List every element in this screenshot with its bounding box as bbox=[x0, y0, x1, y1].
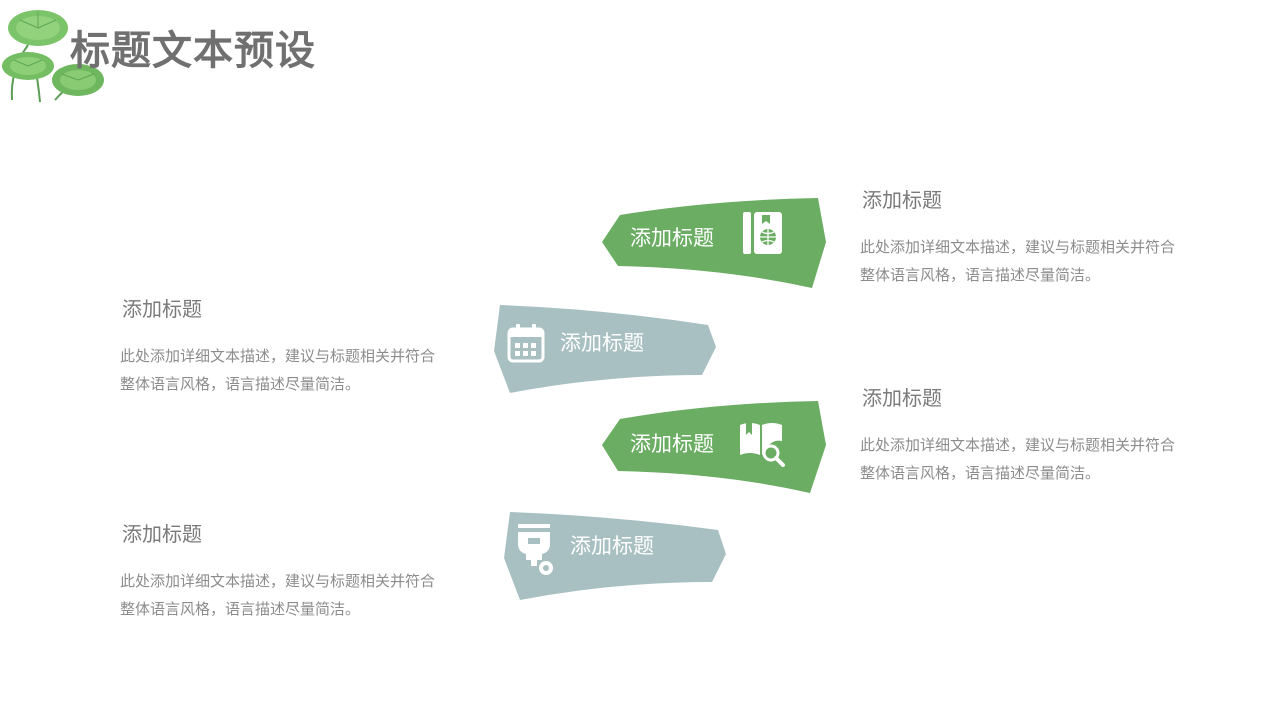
text-block-title: 添加标题 bbox=[862, 386, 942, 410]
text-block-right-1: 添加标题 此处添加详细文本描述，建议与标题相关并符合整体语言风格，语言描述尽量简… bbox=[860, 184, 1180, 289]
text-block-right-2: 添加标题 此处添加详细文本描述，建议与标题相关并符合整体语言风格，语言描述尽量简… bbox=[860, 382, 1180, 487]
banner-shape-1-label: 添加标题 bbox=[630, 226, 714, 250]
passport-globe-icon bbox=[743, 212, 782, 254]
banner-shape-2-label: 添加标题 bbox=[560, 331, 644, 355]
usb-key-icon bbox=[518, 524, 553, 575]
text-block-left-1: 添加标题 此处添加详细文本描述，建议与标题相关并符合整体语言风格，语言描述尽量简… bbox=[120, 293, 440, 398]
text-block-title: 添加标题 bbox=[122, 297, 202, 321]
banner-shape-3-label: 添加标题 bbox=[630, 432, 714, 456]
book-search-icon bbox=[740, 423, 785, 467]
banner-shape-4: 添加标题 bbox=[504, 510, 728, 602]
text-block-body: 此处添加详细文本描述，建议与标题相关并符合整体语言风格，语言描述尽量简洁。 bbox=[120, 572, 436, 618]
banner-shape-4-background bbox=[504, 512, 726, 600]
lotus-leaf-decoration-icon bbox=[2, 10, 104, 103]
page-title: 标题文本预设 bbox=[70, 28, 316, 74]
banner-shape-2: 添加标题 bbox=[494, 303, 718, 395]
banner-shape-3: 添加标题 bbox=[602, 401, 828, 495]
text-block-left-2: 添加标题 此处添加详细文本描述，建议与标题相关并符合整体语言风格，语言描述尽量简… bbox=[120, 518, 440, 623]
text-block-title: 添加标题 bbox=[122, 522, 202, 546]
calendar-icon bbox=[507, 324, 545, 363]
banner-shape-4-label: 添加标题 bbox=[570, 534, 654, 558]
text-block-body: 此处添加详细文本描述，建议与标题相关并符合整体语言风格，语言描述尽量简洁。 bbox=[120, 347, 436, 393]
text-block-body: 此处添加详细文本描述，建议与标题相关并符合整体语言风格，语言描述尽量简洁。 bbox=[860, 436, 1176, 482]
text-block-title: 添加标题 bbox=[862, 188, 942, 212]
banner-shape-2-background bbox=[494, 305, 716, 393]
banner-shape-1: 添加标题 bbox=[602, 198, 828, 290]
text-block-body: 此处添加详细文本描述，建议与标题相关并符合整体语言风格，语言描述尽量简洁。 bbox=[860, 238, 1176, 284]
